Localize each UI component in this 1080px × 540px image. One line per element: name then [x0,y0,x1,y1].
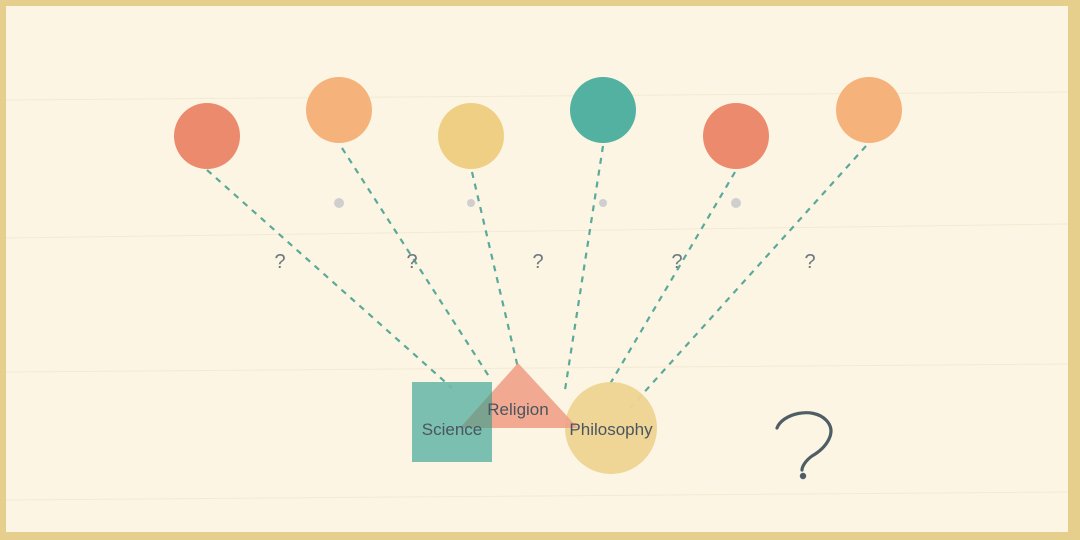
philosophy-label: Philosophy [569,420,653,439]
connector-6 [629,145,867,409]
question-mark-1: ? [274,251,285,273]
question-mark-3: ? [532,251,543,273]
top-circles [174,77,902,169]
bottom-shapes: Science Religion Philosophy [412,363,657,474]
connector-5 [609,171,736,385]
big-question-mark [775,411,833,480]
grey-dot [334,198,344,208]
question-mark-2: ? [406,251,417,273]
grey-dot [599,199,607,207]
religion-label: Religion [487,400,548,419]
paper-lines [5,91,1069,501]
connector-4 [563,145,605,391]
circle-teal-1 [570,77,636,143]
circle-coral-1 [174,103,240,169]
circle-coral-2 [703,103,769,169]
connector-1 [206,169,453,389]
question-mark-5: ? [804,251,815,273]
connector-2 [341,147,491,379]
overlap-region [460,392,492,428]
circle-yellow-1 [438,103,504,169]
question-mark-4: ? [671,251,682,273]
grey-dots [334,198,741,208]
connector-3 [470,171,520,369]
circle-peach-1 [306,77,372,143]
science-label: Science [422,420,482,439]
circle-peach-2 [836,77,902,143]
grey-dot [467,199,475,207]
grey-dot [731,198,741,208]
line-question-marks: ? ? ? ? ? [274,251,815,273]
dashed-connectors [206,145,867,409]
philosophy-circle [565,382,657,474]
